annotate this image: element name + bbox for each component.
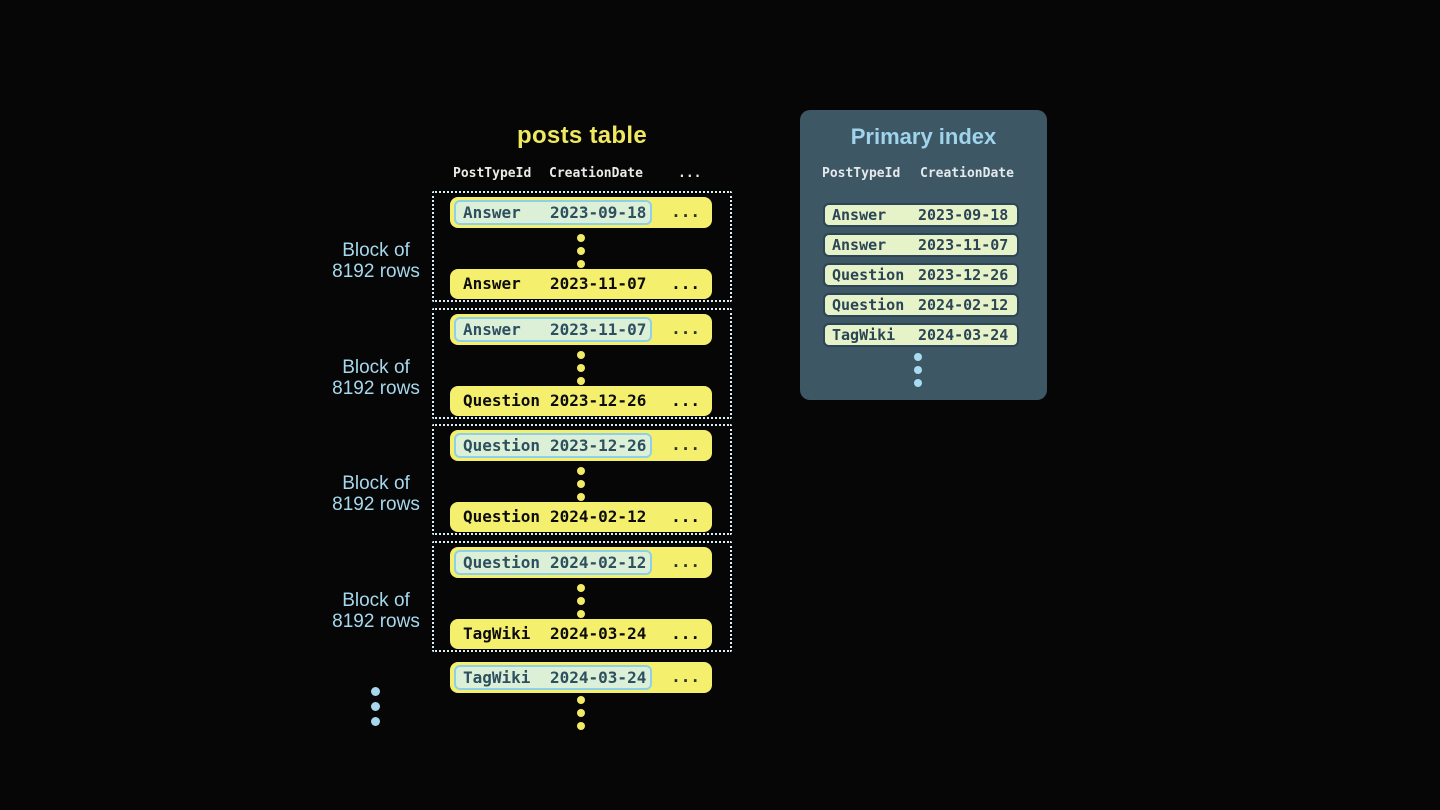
- cell-more: ...: [671, 391, 700, 410]
- column-header-more: ...: [678, 166, 702, 181]
- primary-index-title: Primary index: [850, 124, 997, 149]
- table-row-last: Answer 2023-11-07 ...: [450, 269, 712, 299]
- table-row-last: Question 2024-02-12 ...: [450, 502, 712, 532]
- cell-creationdate: 2024-03-24: [918, 326, 1009, 344]
- indexed-key-cell: Answer 2023-11-07: [454, 317, 652, 342]
- block-label-4: Block of 8192 rows: [306, 590, 446, 632]
- vertical-ellipsis-icon: [914, 353, 922, 387]
- cell-creationdate: 2024-03-24: [550, 624, 647, 643]
- cell-more: ...: [671, 667, 700, 686]
- cell-posttypeid: Answer: [832, 206, 887, 224]
- column-header-creationdate: CreationDate: [920, 166, 1014, 181]
- cell-posttypeid: Question: [463, 436, 541, 455]
- cell-more: ...: [671, 274, 700, 293]
- row-block-1: Answer 2023-09-18 ... Answer 2023-11-07 …: [432, 191, 732, 302]
- cell-posttypeid: Question: [832, 266, 905, 284]
- cell-posttypeid: Question: [832, 296, 905, 314]
- cell-posttypeid: Question: [463, 391, 541, 410]
- cell-more: ...: [671, 507, 700, 526]
- row-block-4: Question 2024-02-12 ... TagWiki 2024-03-…: [432, 541, 732, 652]
- cell-more: ...: [671, 435, 700, 454]
- table-row-last: Question 2023-12-26 ...: [450, 386, 712, 416]
- cell-creationdate: 2023-11-07: [550, 320, 647, 339]
- table-row-first: Question 2023-12-26 ...: [450, 430, 712, 461]
- block-label-line1: Block of: [342, 240, 410, 261]
- cell-creationdate: 2024-02-12: [550, 553, 647, 572]
- block-label-line2: 8192 rows: [332, 494, 420, 515]
- table-row-first: Question 2024-02-12 ...: [450, 547, 712, 578]
- cell-more: ...: [671, 319, 700, 338]
- block-label-2: Block of 8192 rows: [306, 357, 446, 399]
- cell-more: ...: [671, 624, 700, 643]
- indexed-key-cell: TagWiki 2024-03-24: [454, 665, 652, 690]
- table-row-overflow: TagWiki 2024-03-24 ...: [450, 662, 712, 693]
- indexed-key-cell: Question 2023-12-26: [454, 433, 652, 458]
- block-label-line1: Block of: [342, 590, 410, 611]
- table-row-first: Answer 2023-11-07 ...: [450, 314, 712, 345]
- vertical-ellipsis-icon: [577, 467, 585, 501]
- block-label-line2: 8192 rows: [332, 378, 420, 399]
- index-row: Question 2024-02-12: [823, 293, 1019, 317]
- column-header-posttypeid: PostTypeId: [822, 166, 901, 181]
- block-label-line2: 8192 rows: [332, 261, 420, 282]
- block-label-line1: Block of: [342, 473, 410, 494]
- indexed-key-cell: Question 2024-02-12: [454, 550, 652, 575]
- indexed-key-cell: Answer 2023-09-18: [454, 200, 652, 225]
- column-header-creationdate: CreationDate: [549, 166, 643, 181]
- index-row: Answer 2023-11-07: [823, 233, 1019, 257]
- cell-posttypeid: Answer: [463, 320, 521, 339]
- cell-creationdate: 2023-11-07: [550, 274, 647, 293]
- cell-posttypeid: TagWiki: [463, 668, 531, 687]
- cell-posttypeid: Answer: [463, 274, 521, 293]
- block-label-line2: 8192 rows: [332, 611, 420, 632]
- cell-creationdate: 2024-02-12: [550, 507, 647, 526]
- cell-creationdate: 2023-12-26: [550, 391, 647, 410]
- vertical-ellipsis-icon: [577, 234, 585, 268]
- cell-posttypeid: Question: [463, 507, 541, 526]
- cell-creationdate: 2024-03-24: [550, 668, 647, 687]
- cell-posttypeid: TagWiki: [463, 624, 531, 643]
- index-row: Question 2023-12-26: [823, 263, 1019, 287]
- table-row-last: TagWiki 2024-03-24 ...: [450, 619, 712, 649]
- cell-posttypeid: Answer: [463, 203, 521, 222]
- cell-creationdate: 2023-11-07: [918, 236, 1009, 254]
- posts-table-title: posts table: [517, 122, 647, 149]
- index-row: TagWiki 2024-03-24: [823, 323, 1019, 347]
- vertical-ellipsis-icon: [577, 351, 585, 385]
- cell-creationdate: 2023-09-18: [918, 206, 1009, 224]
- cell-more: ...: [671, 202, 700, 221]
- cell-creationdate: 2023-12-26: [550, 436, 647, 455]
- column-header-posttypeid: PostTypeId: [453, 166, 532, 181]
- cell-posttypeid: TagWiki: [832, 326, 896, 344]
- row-block-3: Question 2023-12-26 ... Question 2024-02…: [432, 424, 732, 535]
- block-label-line1: Block of: [342, 357, 410, 378]
- cell-creationdate: 2023-09-18: [550, 203, 647, 222]
- vertical-ellipsis-icon: [371, 687, 380, 726]
- cell-more: ...: [671, 552, 700, 571]
- primary-index-column-headers: PostTypeId CreationDate: [800, 166, 1047, 182]
- cell-posttypeid: Question: [463, 553, 541, 572]
- table-row-first: Answer 2023-09-18 ...: [450, 197, 712, 228]
- block-label-3: Block of 8192 rows: [306, 473, 446, 515]
- row-block-2: Answer 2023-11-07 ... Question 2023-12-2…: [432, 308, 732, 419]
- posts-table-column-headers: PostTypeId CreationDate ...: [432, 166, 732, 184]
- cell-creationdate: 2024-02-12: [918, 296, 1009, 314]
- vertical-ellipsis-icon: [577, 696, 585, 730]
- cell-creationdate: 2023-12-26: [918, 266, 1009, 284]
- cell-posttypeid: Answer: [832, 236, 887, 254]
- primary-index-panel: Primary index PostTypeId CreationDate An…: [800, 110, 1047, 400]
- block-label-1: Block of 8192 rows: [306, 240, 446, 282]
- vertical-ellipsis-icon: [577, 584, 585, 618]
- index-row: Answer 2023-09-18: [823, 203, 1019, 227]
